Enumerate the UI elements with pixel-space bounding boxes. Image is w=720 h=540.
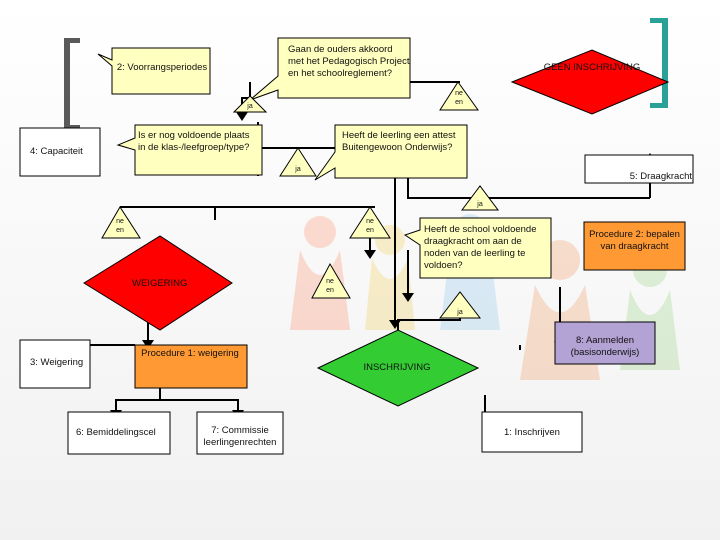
edge-label-nee-2: ne en	[116, 218, 124, 234]
attest-callout-shape	[314, 124, 468, 181]
edge-label-ja-2: ja	[295, 166, 301, 173]
slide-bracket-right	[650, 18, 668, 108]
inschrijving-label: INSCHRIJVING	[363, 362, 431, 373]
inschrijven-label: 1: Inschrijven	[504, 427, 560, 438]
edge-label-ja-4: ja	[457, 309, 463, 316]
procedure2-box	[583, 221, 686, 271]
procedure1-shape	[134, 344, 248, 389]
commissie-label: 7: Commissie leerlingenrechten	[203, 425, 277, 448]
geen-inschrijving-label: GEEN INSCHRIJVING	[543, 62, 641, 73]
commissie-box	[196, 411, 284, 455]
edge-label-ja-3: ja	[477, 201, 483, 208]
school-draagkracht-label: Heeft de school voldoende draagkracht om…	[424, 224, 537, 271]
geen-inschrijving-diamond	[510, 49, 670, 115]
edge-label-nee-4: ne en	[326, 278, 334, 294]
procedure1-label: Procedure 1: weigering	[141, 348, 239, 359]
inschrijving-diamond	[316, 329, 480, 407]
plaats-label: Is er nog voldoende plaats in de klas-/l…	[138, 130, 250, 153]
weigering-node-label: WEIGERING	[132, 278, 188, 289]
weigering-box-label: 3: Weigering	[30, 357, 84, 368]
edge-label-triangles	[101, 81, 499, 319]
edge-label-ja-1: ja	[247, 103, 253, 110]
capaciteit-label: 4: Capaciteit	[30, 146, 83, 157]
voorrang-label: 2: Voorrangsperiodes	[116, 62, 208, 73]
inschrijven-box	[481, 411, 583, 453]
bemiddeling-label: 6: Bemiddelingscel	[76, 427, 156, 438]
plaats-callout-shape	[116, 124, 263, 176]
aanmelden-label: 8: Aanmelden (basisonderwijs)	[570, 335, 640, 358]
edge-label-nee-3: ne en	[366, 218, 374, 234]
school-draagkracht-callout-shape	[403, 217, 552, 279]
weigering-diamond	[83, 235, 233, 331]
procedure2-label: Procedure 2: bepalen van draagkracht	[589, 229, 680, 252]
attest-label: Heeft de leerling een attest Buitengewoo…	[342, 130, 456, 153]
voorrang-callout-shape	[97, 47, 211, 95]
bemiddeling-box	[67, 411, 171, 455]
callout-shapes	[97, 37, 552, 389]
ouders-label: Gaan de ouders akkoord met het Pedagogis…	[288, 44, 410, 79]
draagkracht-box	[584, 154, 694, 184]
weigering-box	[19, 339, 91, 389]
edge-label-nee-1: ne en	[455, 90, 463, 106]
aanmelden-box	[554, 321, 656, 365]
draagkracht-label: 5: Draagkracht	[629, 171, 692, 182]
ouders-callout-shape	[249, 37, 411, 101]
capaciteit-box	[19, 127, 101, 177]
